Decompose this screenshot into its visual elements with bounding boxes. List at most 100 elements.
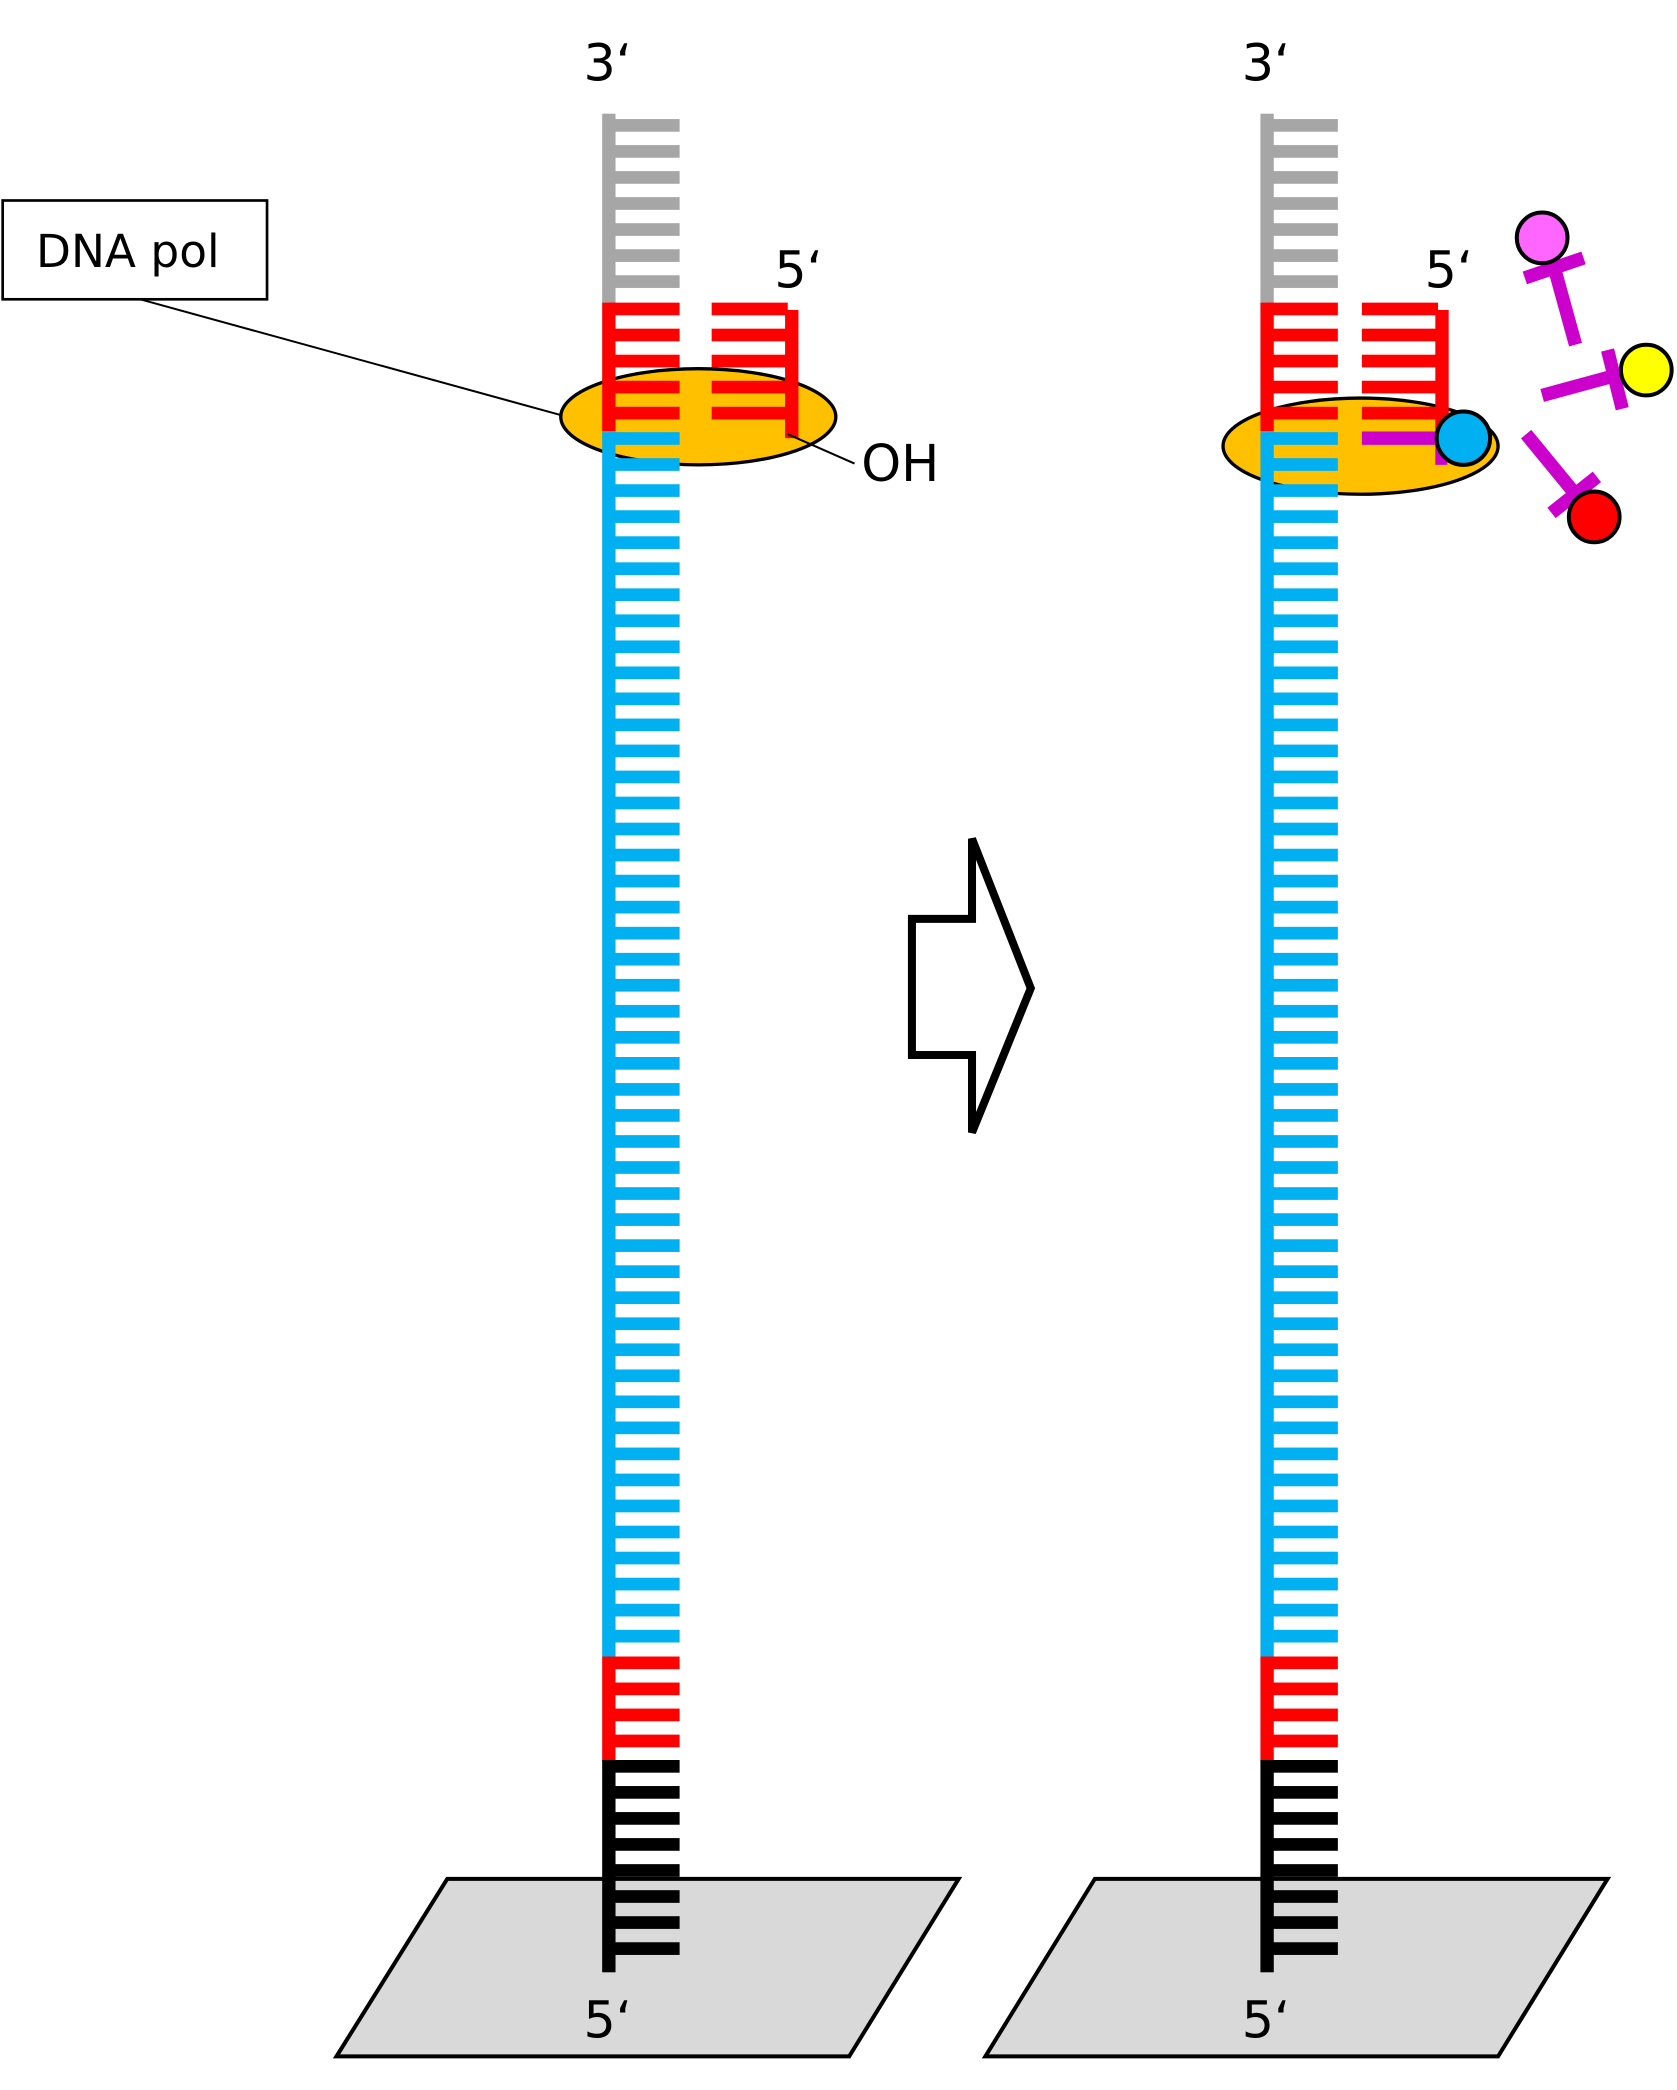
- base-blue: [1267, 614, 1338, 628]
- base-blue: [608, 848, 680, 862]
- base-blue: [608, 718, 680, 732]
- base-gray: [608, 197, 680, 210]
- dna-pol-label: DNA pol: [36, 225, 220, 278]
- surface-right: [981, 1876, 1612, 2059]
- base-gray: [608, 275, 680, 288]
- base-blue: [1267, 484, 1338, 497]
- base-blue: [608, 1187, 680, 1200]
- right-3prime-label: 3‘: [1242, 33, 1290, 92]
- primer-backbone: [785, 309, 799, 439]
- base-red-bottom: [1267, 1656, 1338, 1670]
- base-blue: [608, 1265, 680, 1278]
- base-red-bottom: [1267, 1734, 1338, 1748]
- base-blue: [608, 1030, 680, 1044]
- base-blue: [1267, 1473, 1338, 1487]
- base-black: [608, 1916, 680, 1929]
- base-blue: [608, 1004, 680, 1018]
- dna-strand-right: [1260, 113, 1338, 1973]
- base-blue: [608, 1343, 680, 1357]
- primer-base: [711, 328, 788, 342]
- base-black: [1267, 1890, 1338, 1903]
- base-black: [1267, 1838, 1338, 1851]
- base-blue: [1267, 640, 1338, 654]
- base-blue: [1267, 770, 1338, 784]
- base-black: [608, 1942, 680, 1955]
- base-red-top: [1267, 380, 1338, 394]
- base-blue: [1267, 1551, 1338, 1565]
- primer-base: [1361, 380, 1439, 394]
- primer-base: [1361, 302, 1439, 316]
- base-blue: [608, 1395, 680, 1409]
- base-blue: [608, 432, 680, 445]
- base-blue: [608, 770, 680, 784]
- oh-leader-line: [787, 433, 855, 465]
- base-blue: [608, 796, 680, 810]
- base-black: [608, 1812, 680, 1825]
- base-blue: [608, 562, 680, 576]
- base-gray: [608, 249, 680, 262]
- base-blue: [608, 1239, 680, 1252]
- left-3prime-label: 3‘: [583, 33, 631, 92]
- base-blue: [608, 1057, 680, 1070]
- base-black: [1267, 1759, 1338, 1773]
- base-blue: [1267, 536, 1338, 549]
- base-blue: [1267, 666, 1338, 680]
- right-bottom-5prime-label: 5‘: [1242, 1991, 1290, 2050]
- base-gray: [1267, 197, 1338, 210]
- base-blue: [608, 1603, 680, 1617]
- base-red-bottom: [1267, 1708, 1338, 1722]
- base-black: [1267, 1942, 1338, 1955]
- base-blue: [608, 1551, 680, 1565]
- base-blue: [608, 458, 680, 471]
- base-red-top: [608, 406, 680, 420]
- base-blue: [1267, 1213, 1338, 1226]
- base-blue: [1267, 1447, 1338, 1461]
- base-blue: [1267, 1395, 1338, 1409]
- base-blue: [608, 1135, 680, 1148]
- left-primer-5prime-label: 5‘: [774, 240, 822, 299]
- base-blue: [608, 1109, 680, 1122]
- base-gray: [608, 145, 680, 158]
- base-blue: [1267, 1291, 1338, 1305]
- primer-strand-left: [711, 302, 799, 439]
- primer-base: [1361, 406, 1439, 420]
- base-blue: [1267, 1603, 1338, 1617]
- base-blue: [1267, 1343, 1338, 1357]
- base-blue: [1267, 796, 1338, 810]
- base-blue: [1267, 1421, 1338, 1435]
- base-blue: [1267, 900, 1338, 914]
- base-blue: [608, 978, 680, 992]
- base-gray: [608, 119, 680, 132]
- primer-base: [1361, 354, 1439, 368]
- base-black: [1267, 1786, 1338, 1799]
- base-blue: [608, 1291, 680, 1305]
- base-blue: [1267, 1577, 1338, 1591]
- base-blue: [1267, 1317, 1338, 1331]
- base-black: [608, 1838, 680, 1851]
- base-red-top: [1267, 328, 1338, 342]
- base-blue: [608, 692, 680, 706]
- base-red-bottom: [608, 1734, 680, 1748]
- base-blue: [1267, 1265, 1338, 1278]
- base-blue: [608, 1213, 680, 1226]
- free-nucleotide-pink: [1514, 210, 1586, 347]
- base-blue: [608, 510, 680, 523]
- base-blue: [608, 952, 680, 966]
- arrow-right-icon: [907, 837, 1036, 1134]
- base-blue: [608, 1161, 680, 1174]
- base-blue: [608, 640, 680, 654]
- nucleotide-blue: [1434, 409, 1493, 467]
- base-blue: [1267, 978, 1338, 992]
- base-black: [608, 1786, 680, 1799]
- base-red-bottom: [1267, 1682, 1338, 1696]
- base-blue: [1267, 1004, 1338, 1018]
- base-blue: [608, 874, 680, 888]
- base-blue: [608, 1447, 680, 1461]
- base-blue: [1267, 432, 1338, 445]
- base-blue: [1267, 458, 1338, 471]
- base-blue: [1267, 692, 1338, 706]
- dna-strand-left: [602, 113, 680, 1973]
- base-red-bottom: [608, 1682, 680, 1696]
- dna-pol-leader-line: [139, 298, 563, 417]
